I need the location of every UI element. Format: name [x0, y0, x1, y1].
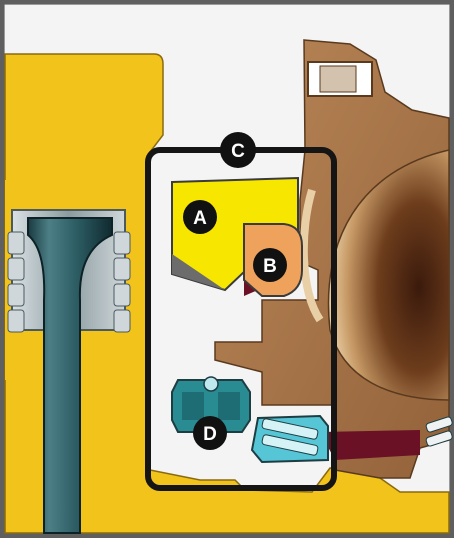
casting-top-block-inner: [320, 66, 356, 92]
callout-c: C: [220, 132, 256, 168]
callout-c-label: C: [231, 141, 245, 162]
bearing-d-ball: [204, 377, 218, 391]
callout-a: A: [183, 200, 217, 234]
callout-a-label: A: [193, 208, 207, 229]
callout-d: D: [193, 416, 227, 450]
bearing-d-window-left: [182, 392, 204, 420]
callout-b: B: [253, 248, 287, 282]
callout-b-label: B: [263, 256, 277, 277]
bearing-d-window-right: [218, 392, 240, 420]
callout-d-label: D: [203, 424, 217, 445]
